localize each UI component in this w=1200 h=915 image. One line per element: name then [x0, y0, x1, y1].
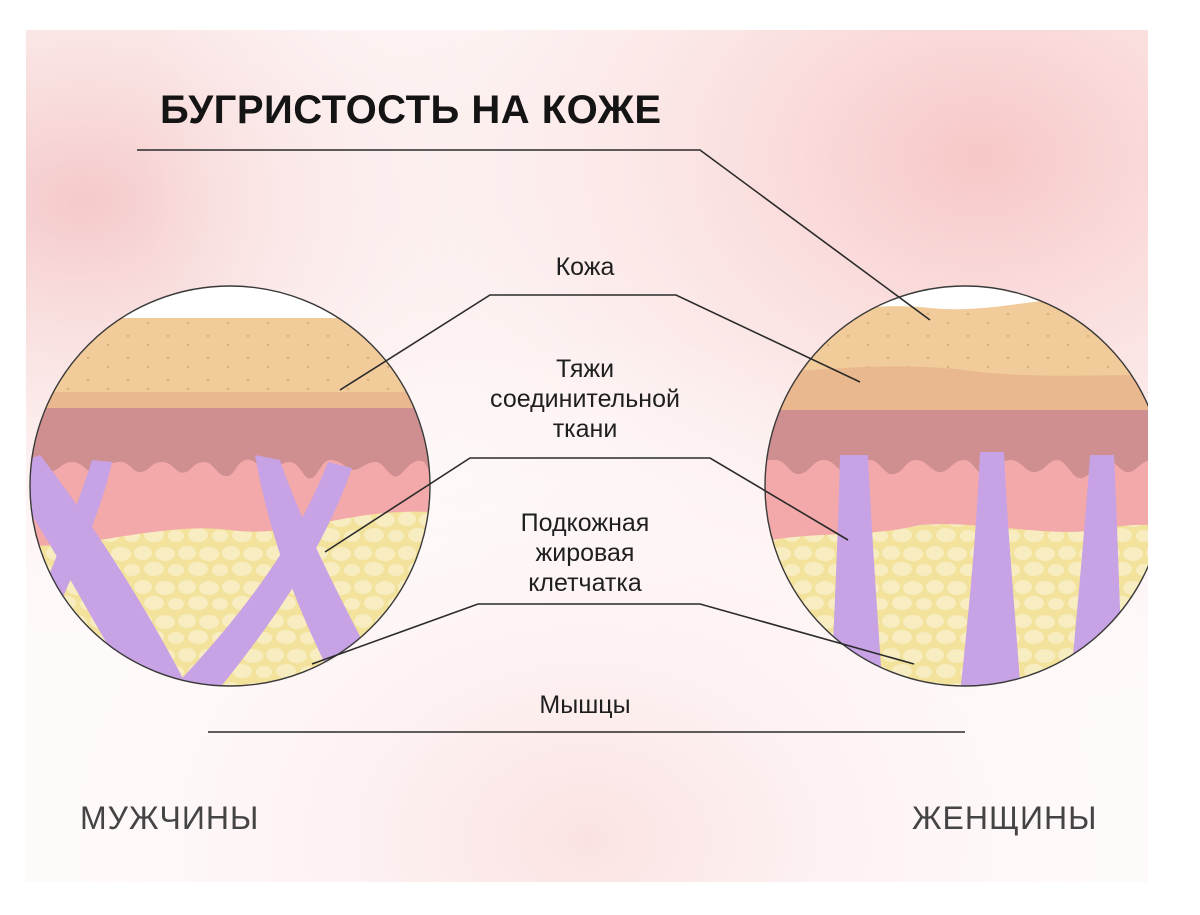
caption-men: МУЖЧИНЫ: [80, 800, 260, 836]
page-title: БУГРИСТОСТЬ НА КОЖЕ: [160, 88, 662, 132]
skin-leader-line: [339, 294, 861, 391]
women-connective-strand: [958, 452, 1022, 686]
women-magnifier-outline: [764, 285, 1148, 687]
title-leader-line: [137, 149, 931, 321]
label-subcutaneous-fat: Подкожная жировая клетчатка: [520, 509, 650, 597]
fat-leader-line: [311, 603, 915, 665]
men-dermis-layer: [30, 408, 430, 484]
connective-leader-line: [324, 457, 849, 553]
men-skin-section: [29, 285, 431, 687]
caption-women: ЖЕНЩИНЫ: [912, 800, 1098, 836]
label-connective-tissue: Тяжи соединительной ткани: [490, 355, 680, 443]
leader-lines: [137, 149, 965, 733]
men-magnifier-outline: [29, 285, 431, 687]
men-connective-strand: [30, 455, 200, 686]
label-skin: Кожа: [555, 253, 615, 281]
men-connective-strand: [150, 462, 352, 686]
label-muscles: Мышцы: [539, 691, 631, 719]
